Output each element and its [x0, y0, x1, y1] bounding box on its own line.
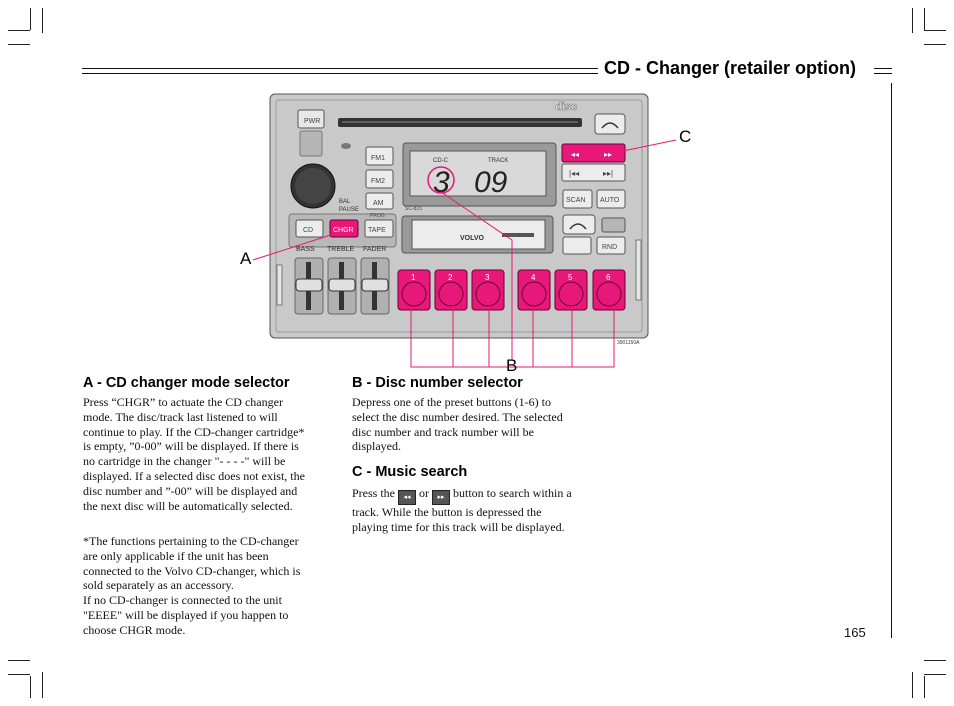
page-number: 165 — [844, 625, 866, 640]
disc-highlight-circle — [427, 166, 455, 194]
svg-text:FADER: FADER — [363, 246, 386, 253]
svg-text:CD-C: CD-C — [433, 158, 449, 164]
tape-button[interactable] — [364, 219, 394, 238]
display-disc-number: 3 — [433, 166, 450, 199]
eject-button[interactable] — [594, 113, 626, 135]
svg-text:|◂◂: |◂◂ — [569, 169, 579, 178]
callout-c: C — [679, 127, 692, 146]
svg-text:TRACK: TRACK — [488, 158, 508, 164]
right-margin-rule — [891, 83, 892, 638]
preset-button-label: 2 — [448, 273, 453, 282]
svg-text:PWR: PWR — [304, 118, 320, 125]
callout-a: A — [240, 249, 252, 268]
svg-text:TAPE: TAPE — [368, 227, 386, 234]
am-button[interactable] — [365, 192, 394, 210]
figure-code: 3901150A — [617, 340, 640, 346]
svg-text:VOLVO: VOLVO — [460, 235, 485, 242]
preset-button-face — [558, 281, 584, 307]
page-title: CD - Changer (retailer option) — [604, 58, 857, 78]
display-screen — [409, 150, 547, 197]
header-rule-right-top — [874, 68, 892, 69]
svg-text:FM2: FM2 — [371, 178, 385, 185]
svg-text:RND: RND — [602, 244, 617, 251]
callout-b: B — [506, 356, 518, 375]
section-b-heading: B - Disc number selector — [352, 375, 523, 391]
svg-text:▸▸: ▸▸ — [604, 150, 612, 159]
preset-button-label: 4 — [531, 273, 536, 282]
fm2-button[interactable] — [365, 169, 394, 189]
disc-logo: disc — [555, 101, 577, 113]
rnd-button[interactable] — [596, 236, 626, 255]
preset-button-label: 1 — [411, 273, 416, 282]
display-track-number: 09 — [474, 166, 508, 199]
pwr-button[interactable] — [297, 109, 325, 129]
rewind-icon: ◂◂ — [398, 490, 416, 505]
svg-text:BASS: BASS — [296, 246, 315, 253]
svg-text:CD: CD — [303, 227, 313, 234]
scan-button[interactable] — [562, 189, 593, 209]
svg-text:SCAN: SCAN — [566, 197, 585, 204]
svg-text:PROG: PROG — [370, 213, 385, 219]
svg-text:FM1: FM1 — [371, 155, 385, 162]
section-a-heading: A - CD changer mode selector — [83, 375, 290, 391]
svg-text:TREBLE: TREBLE — [327, 246, 355, 253]
svg-text:BAL: BAL — [339, 199, 351, 205]
svg-text:▸▸|: ▸▸| — [603, 169, 613, 178]
auto-button[interactable] — [596, 189, 626, 209]
preset-button-face — [475, 281, 501, 307]
radio-figure: disc PWR BAL PAUSE FM1 FM2 AM CD-C TRACK… — [252, 93, 677, 368]
callout-lines — [252, 139, 677, 368]
section-c-body: Press the ◂◂ or ▸▸ button to search with… — [352, 486, 572, 534]
section-c-heading: C - Music search — [352, 464, 468, 480]
preset-button-face — [596, 281, 622, 307]
header-rule-bottom — [82, 73, 598, 74]
preset-button-label: 5 — [568, 273, 573, 282]
preset-button-face — [521, 281, 547, 307]
preset-button-label: 6 — [606, 273, 611, 282]
fm1-button[interactable] — [365, 146, 394, 166]
svg-text:CHGR: CHGR — [333, 227, 354, 234]
search-buttons[interactable] — [561, 143, 626, 163]
section-b-body: Depress one of the preset buttons (1-6) … — [352, 395, 563, 454]
preset-button-face — [401, 281, 427, 307]
svg-text:SC-815: SC-815 — [405, 206, 422, 212]
preset-buttons: 1 2 3 4 5 6 — [397, 269, 626, 311]
header-rule-top — [82, 68, 598, 69]
svg-text:AUTO: AUTO — [600, 197, 620, 204]
fast-forward-icon: ▸▸ — [432, 490, 450, 505]
svg-text:AM: AM — [373, 200, 384, 207]
header-rule-right-bottom — [874, 73, 892, 74]
section-a-body: Press “CHGR” to actuate the CD changer m… — [83, 395, 305, 513]
svg-text:◂◂: ◂◂ — [571, 150, 579, 159]
cd-button[interactable] — [295, 219, 324, 238]
svg-text:PAUSE: PAUSE — [339, 207, 359, 213]
section-a-footnote: *The functions pertaining to the CD-chan… — [83, 534, 301, 637]
preset-button-face — [438, 281, 464, 307]
preset-button-label: 3 — [485, 273, 490, 282]
